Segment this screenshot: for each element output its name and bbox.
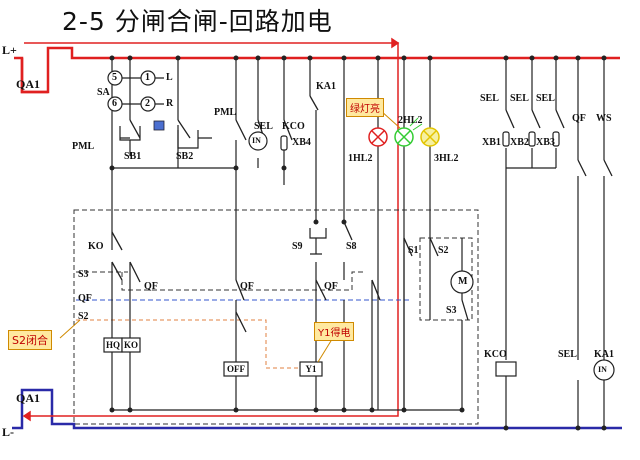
kco-bottom-label: KCO [484, 349, 507, 360]
sel-label: SEL [254, 121, 273, 132]
sel3-label: SEL [536, 93, 555, 104]
hl2-label: 2HL2 [398, 115, 423, 126]
qf-left2-label: QF [144, 281, 158, 292]
s3-left-label: S3 [78, 269, 89, 280]
callout-s2-closed: S2闭合 [8, 330, 52, 350]
sel-bottom-label: SEL [558, 349, 577, 360]
hq-label: HQ [105, 340, 120, 350]
in-bottom-label: IN [598, 365, 607, 374]
meter-r: R [166, 98, 174, 109]
sb2-label: SB2 [176, 151, 194, 162]
sa-meters [107, 70, 164, 112]
lamp-3hl2 [420, 127, 440, 147]
qf-right-label: QF [324, 281, 338, 292]
hl1-label: 1HL2 [348, 153, 373, 164]
minus-rail-label: L- [2, 425, 14, 439]
live-path [22, 37, 400, 422]
s2-dash [76, 319, 300, 369]
qf-far-label: QF [572, 113, 586, 124]
ws-label: WS [596, 113, 612, 124]
switch-contacts [111, 95, 613, 333]
ka1-bottom-label: KA1 [594, 349, 614, 360]
sel1-label: SEL [480, 93, 499, 104]
pml-left-label: PML [72, 141, 95, 152]
meter-l: L [166, 72, 173, 83]
breaker-top-label: QA1 [16, 77, 40, 91]
qf-mid-label: QF [240, 281, 254, 292]
lamp-2hl2 [394, 117, 423, 147]
junction-dots [109, 55, 607, 431]
meter-2: 2 [145, 98, 150, 109]
s9-label: S9 [292, 241, 303, 252]
s2-left-label: S2 [78, 311, 89, 322]
off-label: OFF [227, 364, 245, 374]
ka1-label: KA1 [316, 81, 336, 92]
fuses [280, 131, 560, 151]
sel2-label: SEL [510, 93, 529, 104]
s3-dash [76, 271, 366, 291]
pml-right-label: PML [214, 107, 237, 118]
meter-1: 1 [145, 72, 150, 83]
motor-label: M [458, 276, 468, 287]
sa-label: SA [97, 87, 110, 98]
s2-right-label: S2 [438, 245, 449, 256]
page-title: 2-5 分闸合闸-回路加电 [62, 7, 333, 36]
in-circles [248, 131, 615, 381]
negative-rail [12, 388, 622, 430]
in-top-label: IN [252, 136, 261, 145]
lamp-1hl2 [368, 127, 388, 147]
sb-indicator [153, 120, 165, 131]
y1-label: Y1 [305, 364, 317, 374]
motor-symbol [450, 270, 474, 294]
meter-6: 6 [112, 98, 117, 109]
xb2-label: XB2 [510, 137, 529, 148]
sb1-label: SB1 [124, 151, 142, 162]
xb4-label: XB4 [292, 137, 311, 148]
ko-label: KO [88, 241, 104, 252]
xb1-label: XB1 [482, 137, 501, 148]
hl3-label: 3HL2 [434, 153, 459, 164]
ko-box-label: KO [123, 340, 138, 350]
meter-5: 5 [112, 72, 117, 83]
kco-label: KCO [282, 121, 305, 132]
positive-rail [14, 46, 620, 94]
sb-buttons [119, 126, 199, 156]
callout-y1-energized: Y1得电 [314, 322, 355, 341]
mechanism-box [73, 209, 479, 425]
s9-button [309, 228, 327, 255]
breaker-bottom-label: QA1 [16, 391, 40, 405]
s3-right-label: S3 [446, 305, 457, 316]
coil-boxes [103, 337, 517, 377]
s1-label: S1 [408, 245, 419, 256]
callout-green-light: 绿灯亮 [346, 98, 384, 117]
s8-label: S8 [346, 241, 357, 252]
qf-left-label: QF [78, 293, 92, 304]
xb3-label: XB3 [536, 137, 555, 148]
plus-rail-label: L+ [2, 43, 17, 57]
